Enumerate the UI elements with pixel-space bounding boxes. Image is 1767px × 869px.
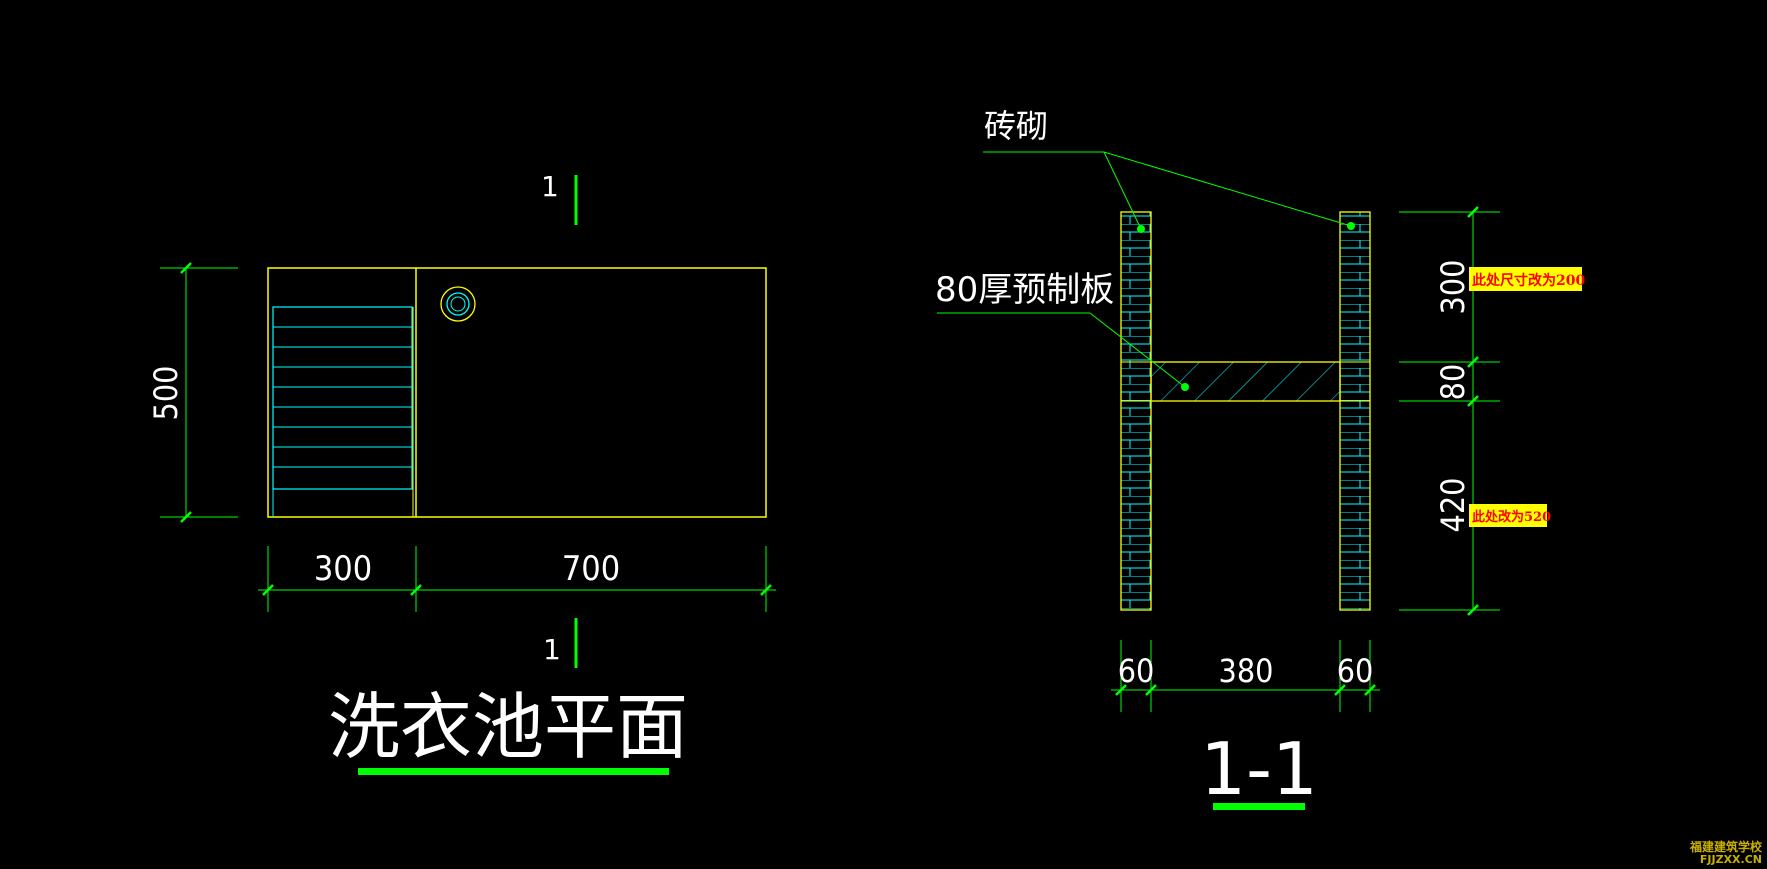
drain-icon [440,286,476,322]
watermark-line2: FJJZXX.CN [1700,853,1762,866]
dim-plan-width [258,546,776,612]
dim-plan-height [160,262,238,523]
section-title: 1-1 [1200,727,1318,811]
plan-title: 洗衣池平面 [328,685,688,769]
washboard [272,306,413,490]
dim-section-width [1111,640,1380,712]
dim-section-wall-right-label: 60 [1337,652,1374,690]
washboard-ribs [273,326,412,468]
dim-plan-left-label: 300 [314,549,372,589]
dim-section-wall-left-label: 60 [1118,652,1155,690]
note-bottom: 此处改为520 [1469,504,1551,527]
section-view: 砖砌 80厚预制板 300 80 420 [935,107,1585,811]
leader-slab [937,312,1189,391]
wall-left [1120,211,1152,611]
label-brick: 砖砌 [984,107,1048,145]
wall-right [1339,211,1371,611]
dim-section-bottom-label: 420 [1434,478,1472,533]
watermark: 福建建筑学校 FJJZXX.CN [1689,839,1763,866]
plan-title-underline [358,768,669,775]
leader-brick [983,151,1355,233]
plan-section-mark-bottom: 1 [543,633,561,666]
plan-outline [267,267,767,518]
dim-plan-height-label: 500 [147,366,185,421]
note-bottom-text: 此处改为520 [1472,509,1551,525]
section-title-underline [1213,803,1305,810]
dim-section-top-label: 300 [1434,260,1472,315]
precast-slab [1150,361,1341,402]
dim-section-inner-label: 380 [1219,652,1274,690]
note-top-text: 此处尺寸改为200 [1472,272,1585,289]
dim-section-mid-label: 80 [1434,364,1472,401]
dim-plan-right-label: 700 [562,549,620,589]
watermark-line1: 福建建筑学校 [1689,839,1763,854]
plan-section-mark-top: 1 [541,170,559,203]
note-top: 此处尺寸改为200 [1469,267,1585,291]
label-slab: 80厚预制板 [935,270,1114,310]
plan-view: 1 1 [147,170,776,775]
